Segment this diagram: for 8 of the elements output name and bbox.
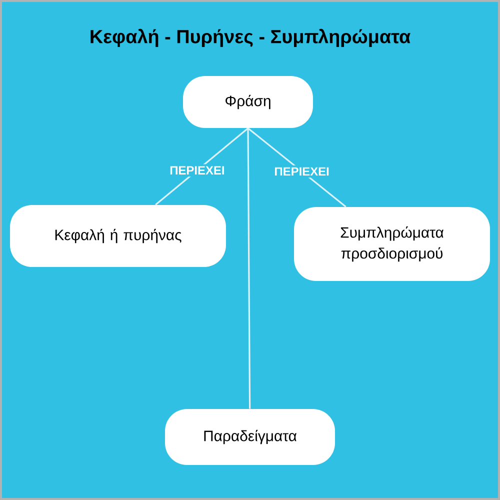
edge-label: ΠΕΡΙΕΧΕΙ: [170, 166, 224, 174]
connector-line: [247, 128, 251, 409]
rounded-box: Συμπληρώματα προσδιορισμού: [294, 207, 490, 281]
rounded-box: Παραδείγματα: [165, 409, 335, 465]
edge-label: ΠΕΡΙΕΧΕΙ: [275, 167, 329, 176]
rounded-box: Φράση: [183, 76, 313, 128]
title: Κεφαλή - Πυρήνες - Συμπληρώματα: [90, 28, 410, 48]
rounded-box: Κεφαλή ή πυρήνας: [10, 205, 226, 267]
